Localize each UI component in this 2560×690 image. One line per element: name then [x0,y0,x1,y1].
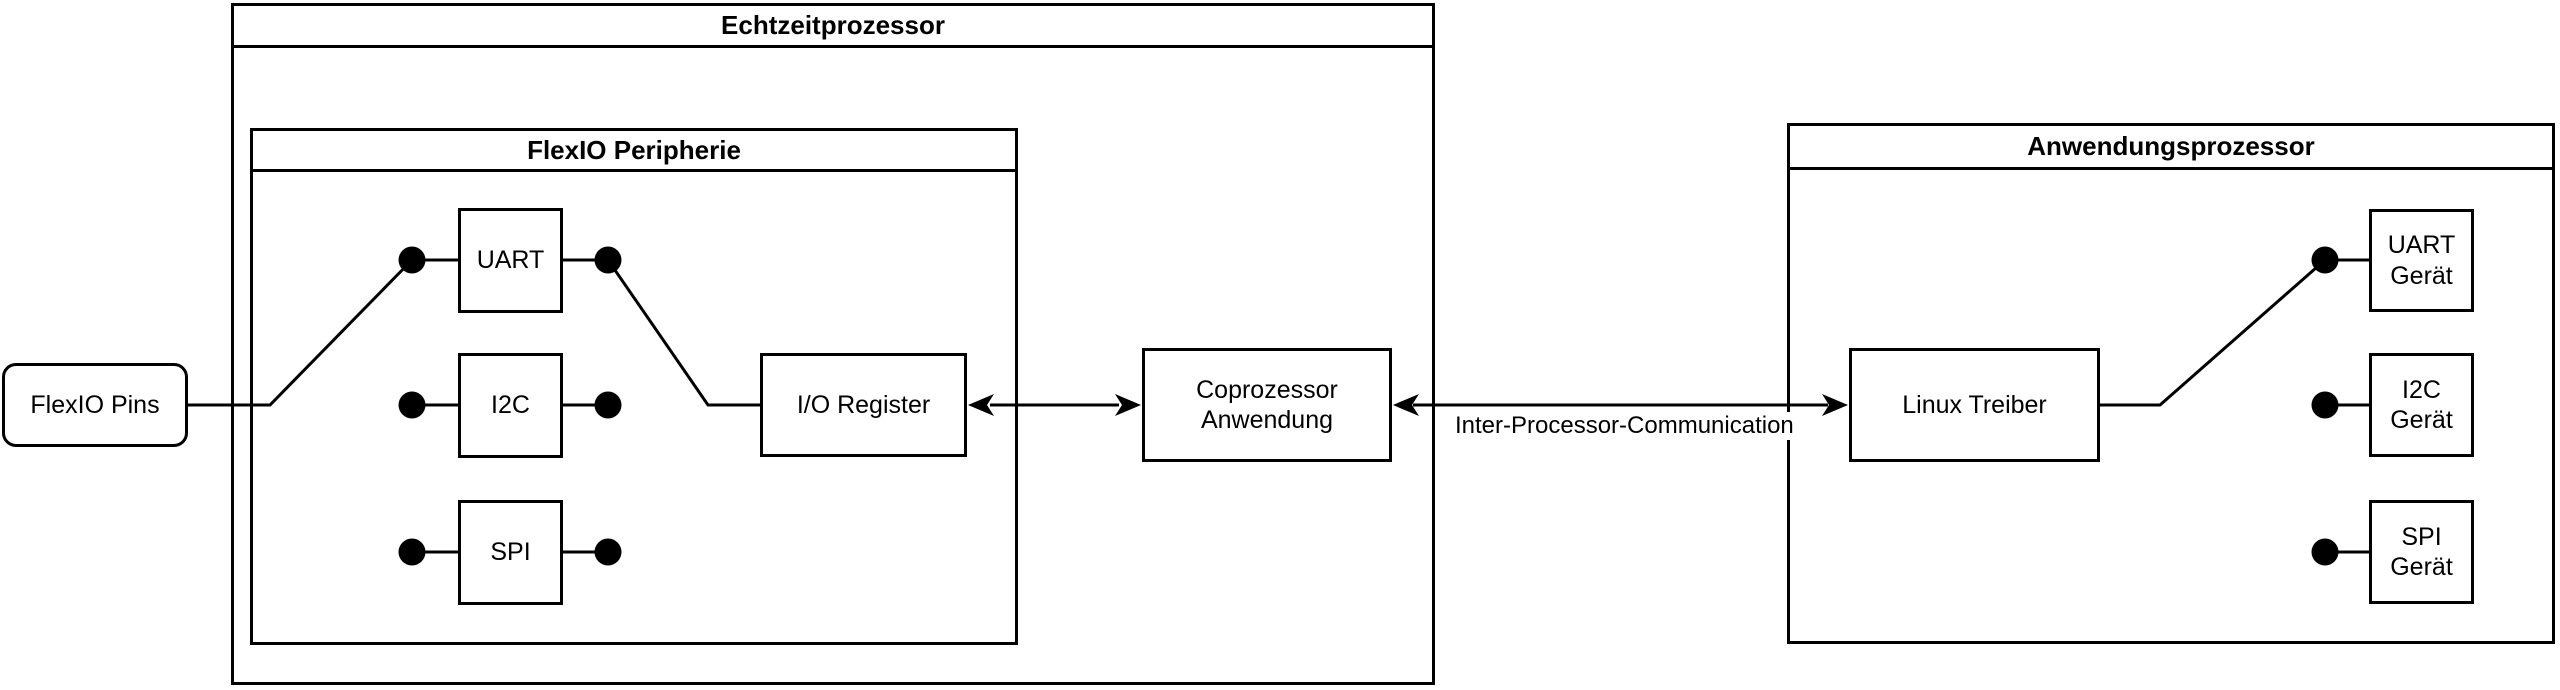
flexio-pins-to-uart-connector [188,258,458,407]
connection-dot [594,538,622,566]
node-i2c-geraet: I2C Gerät [2369,353,2474,457]
arrowhead-into-io-register [968,394,994,416]
container-title-anwendungsprozessor: Anwendungsprozessor [1790,126,2552,170]
uart-to-io-register-connector [563,258,760,407]
connection-dot [2311,391,2339,419]
node-spi: SPI [458,500,563,605]
node-coprozessor-anwendung: Coprozessor Anwendung [1142,348,1392,462]
node-linux-treiber: Linux Treiber [1849,348,2100,462]
ipc-edge-label: Inter-Processor-Communication [1455,412,1794,440]
connection-dot [594,246,622,274]
node-spi-geraet: SPI Gerät [2369,500,2474,604]
arrowhead-into-coprozessor-left [1115,394,1141,416]
node-flexio-pins: FlexIO Pins [2,363,188,447]
connection-dot [2311,246,2339,274]
connection-dot [2311,538,2339,566]
container-title-flexio-peripherie: FlexIO Peripherie [253,131,1015,172]
connection-dot [398,538,426,566]
linux-treiber-to-uart-geraet-connector [2100,258,2369,407]
node-uart: UART [458,208,563,313]
node-i2c: I2C [458,353,563,458]
arrowhead-into-coprozessor-right [1393,394,1419,416]
node-io-register: I/O Register [760,353,967,457]
connection-dot [594,391,622,419]
connection-dot [398,391,426,419]
node-uart-geraet: UART Gerät [2369,209,2474,312]
arrowhead-into-linux-treiber [1822,394,1848,416]
connection-dot [398,246,426,274]
container-title-echtzeitprozessor: Echtzeitprozessor [234,6,1432,48]
